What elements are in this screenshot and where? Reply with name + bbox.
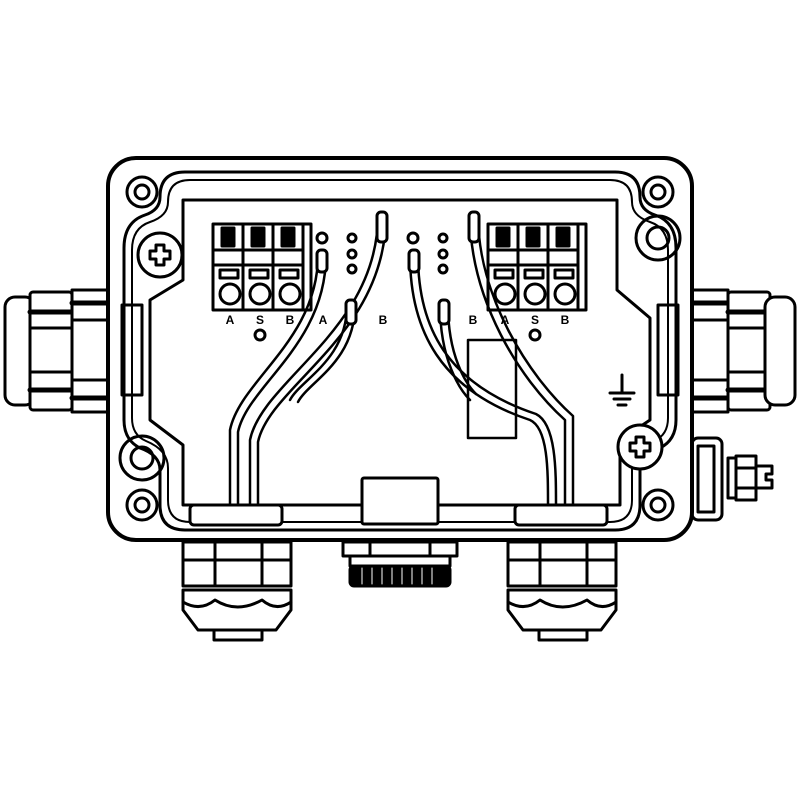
svg-text:B: B — [469, 313, 478, 327]
screw-right — [616, 423, 664, 471]
ground-symbol — [608, 373, 636, 407]
bottom-left-cable-gland — [181, 540, 293, 642]
terminal-marker — [528, 328, 542, 342]
svg-text:A: A — [226, 313, 235, 327]
terminal-labels-right: A S B B — [469, 313, 570, 327]
svg-text:S: S — [256, 313, 264, 327]
bottom-right-cable-gland — [506, 540, 618, 642]
contact-circles — [315, 231, 449, 275]
mounting-plate — [120, 198, 680, 526]
terminal-block-left — [211, 222, 313, 312]
right-cable-gland — [689, 288, 797, 414]
center-connector — [341, 540, 459, 588]
screw-left — [136, 231, 184, 279]
wires — [228, 213, 575, 507]
svg-text:B: B — [561, 313, 570, 327]
svg-text:B: B — [379, 313, 388, 327]
svg-text:A: A — [319, 313, 328, 327]
terminal-marker — [253, 328, 267, 342]
terminal-block-right — [486, 222, 588, 312]
wire-tips — [315, 210, 481, 326]
left-cable-gland — [3, 288, 111, 414]
ground-stud — [690, 436, 774, 522]
internal-gland-nuts — [188, 503, 609, 527]
svg-text:S: S — [531, 313, 539, 327]
svg-text:A: A — [501, 313, 510, 327]
terminal-labels-left: A S B A B — [226, 313, 388, 327]
svg-text:B: B — [286, 313, 295, 327]
